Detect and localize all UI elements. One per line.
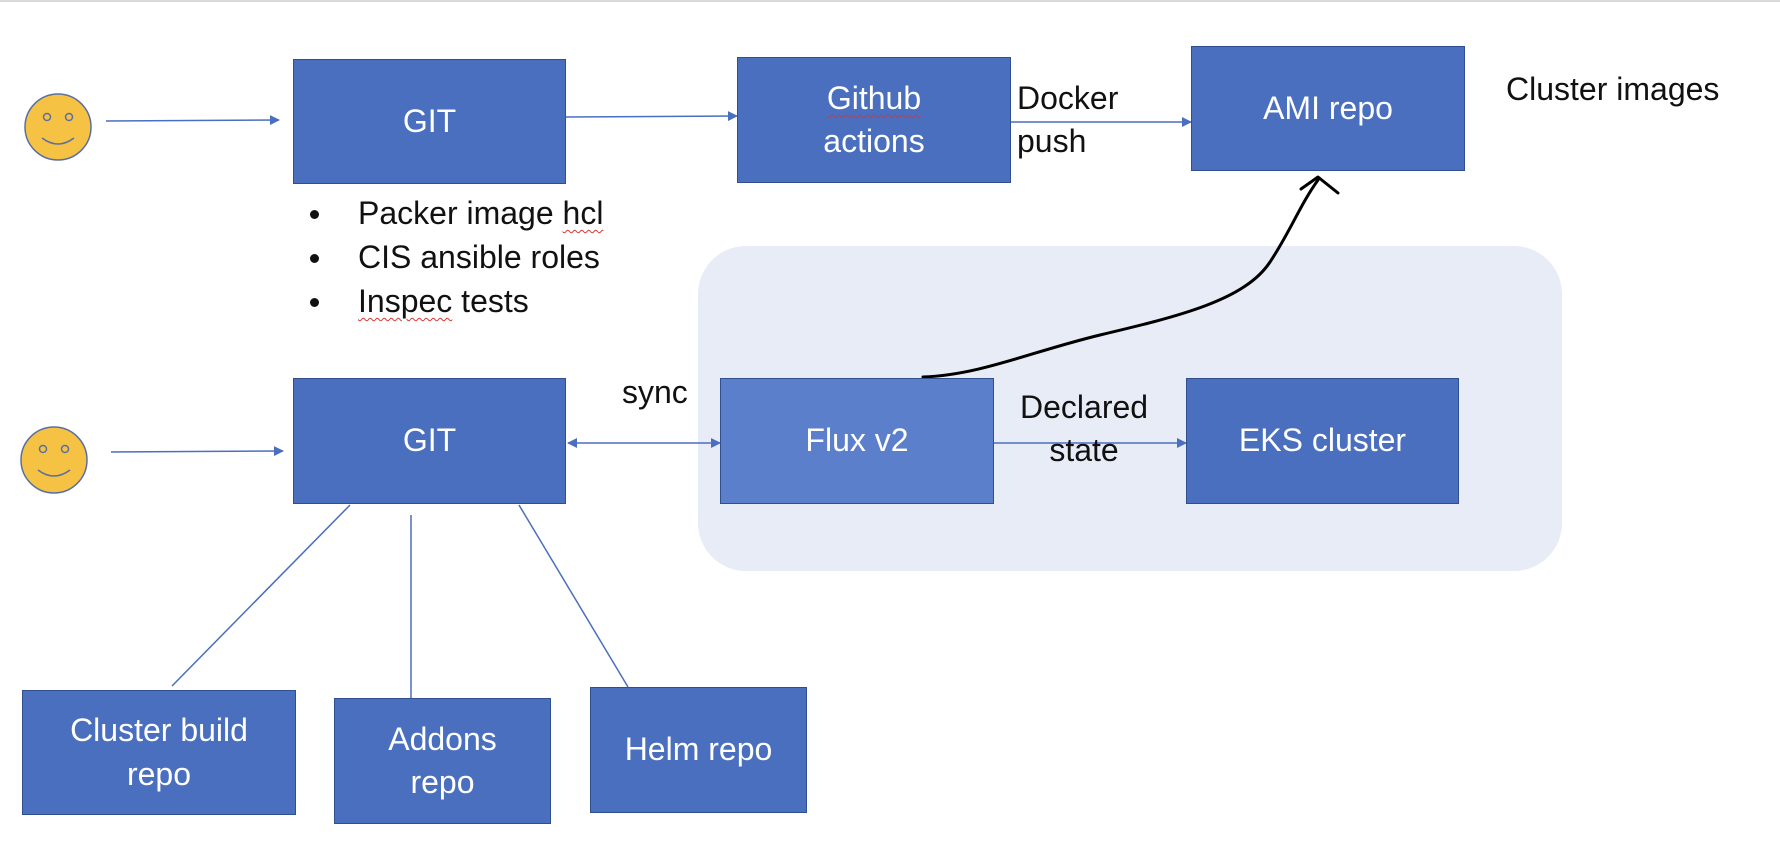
eks-cluster-label: EKS cluster — [1238, 422, 1407, 459]
flux-label: Flux v2 — [805, 422, 909, 459]
list-item: CIS ansible roles — [306, 235, 603, 279]
git-box-bottom: GIT — [293, 378, 566, 504]
handdrawn-arrowhead — [1299, 175, 1340, 195]
ami-repo-label: AMI repo — [1263, 89, 1393, 126]
list-item: Inspec tests — [306, 279, 603, 323]
cluster-build-repo-box: Cluster build repo — [22, 690, 296, 815]
arrow-user-to-git-top — [105, 115, 280, 126]
addons-repo-box: Addons repo — [334, 698, 551, 824]
smiley-face-icon — [24, 93, 92, 161]
handdrawn-arrow-flux-to-ami — [921, 178, 1320, 379]
git-box-bottom-label: GIT — [402, 422, 457, 459]
helm-repo-label: Helm repo — [624, 731, 773, 768]
docker-push-label: Docker push — [1017, 80, 1119, 160]
git-box-top-label: GIT — [402, 102, 457, 139]
git-box-top: GIT — [293, 59, 566, 184]
sync-label: sync — [622, 374, 688, 410]
list-item: Packer image hcl — [306, 191, 603, 235]
helm-repo-box: Helm repo — [590, 687, 807, 813]
connector-git-to-helm — [518, 504, 629, 688]
flux-box: Flux v2 — [720, 378, 994, 504]
top-border — [0, 0, 1780, 2]
arrow-git-to-github-actions — [565, 111, 738, 122]
arrow-user-to-git-bottom — [110, 446, 284, 457]
addons-repo-label: Addons repo — [388, 720, 497, 800]
smiley-face-icon — [20, 426, 88, 494]
github-actions-label-line1: Github — [826, 79, 922, 116]
connector-git-to-cluster-build — [171, 504, 351, 687]
cluster-images-label: Cluster images — [1506, 71, 1720, 107]
cluster-build-repo-label: Cluster build repo — [70, 712, 248, 792]
eks-cluster-box: EKS cluster — [1186, 378, 1459, 504]
ami-repo-box: AMI repo — [1191, 46, 1465, 171]
git-contents-list: Packer image hcl CIS ansible roles Inspe… — [306, 191, 603, 323]
github-actions-box: Github actions — [737, 57, 1011, 183]
declared-state-label: Declared state — [1020, 389, 1149, 469]
github-actions-label-line2: actions — [823, 123, 925, 159]
